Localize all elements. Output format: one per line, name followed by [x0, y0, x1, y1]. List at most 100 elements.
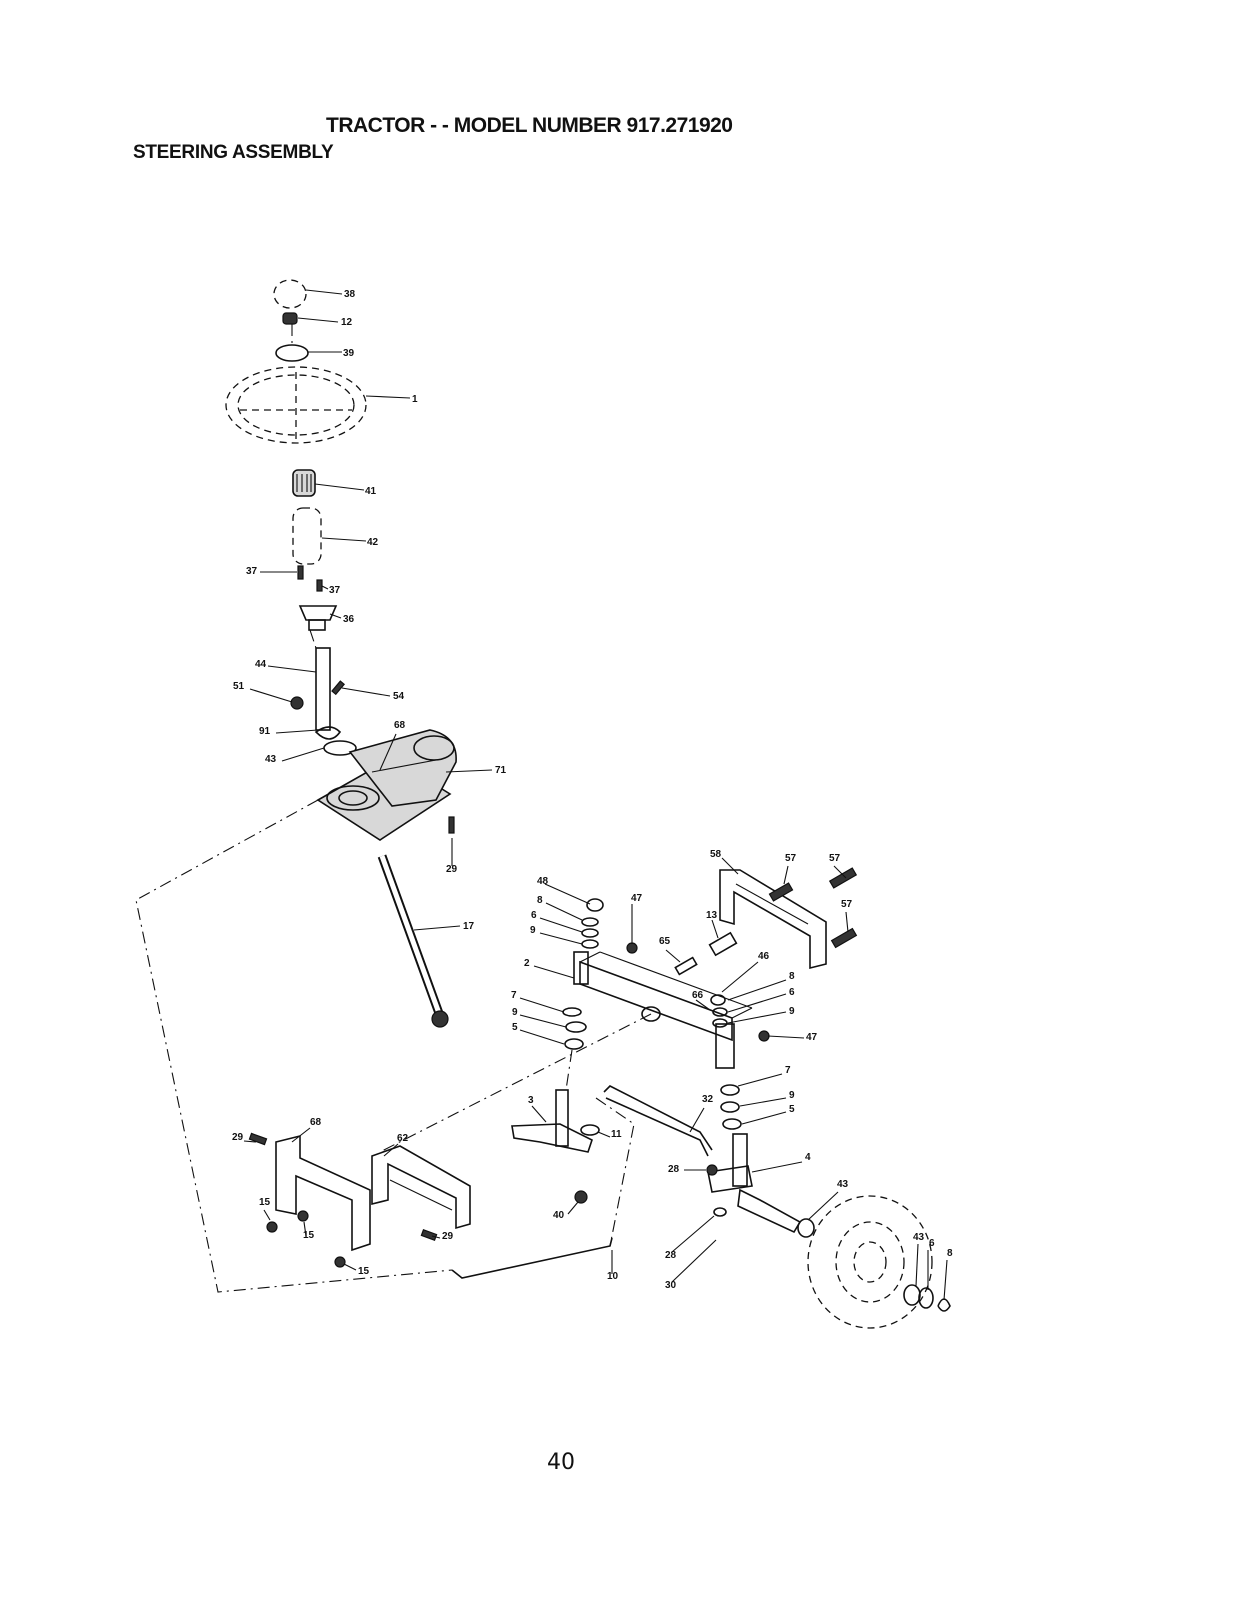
- callout-leader: [315, 484, 364, 490]
- part-callout: 9: [512, 1007, 518, 1018]
- part-grease-fitting: [627, 943, 637, 953]
- part-bolt: [769, 883, 792, 901]
- part-callout: 15: [303, 1230, 315, 1241]
- part-callout: 43: [913, 1232, 925, 1243]
- callout-leader: [520, 1015, 566, 1027]
- callout-leader: [520, 998, 564, 1012]
- callout-leader: [520, 1030, 564, 1044]
- callout-leader: [282, 748, 324, 761]
- part-callout: 43: [265, 754, 277, 765]
- part-callout: 91: [259, 726, 271, 737]
- callout-leader: [722, 858, 738, 874]
- part-washer: [587, 899, 603, 911]
- callout-leader: [322, 586, 328, 589]
- centerline: [310, 630, 316, 648]
- part-callout: 7: [511, 990, 517, 1001]
- callout-leader: [250, 689, 292, 702]
- part-callout: 54: [393, 691, 405, 702]
- part-callout: 7: [785, 1065, 791, 1076]
- callout-leader: [768, 1036, 804, 1038]
- part-callout: 32: [702, 1094, 714, 1105]
- part-washer: [563, 1008, 581, 1016]
- callout-leader: [545, 884, 590, 904]
- part-callout: 57: [829, 853, 841, 864]
- part-callout: 37: [329, 585, 341, 596]
- part-callout: 28: [668, 1164, 680, 1175]
- callout-leader: [276, 730, 318, 733]
- callout-leader: [540, 933, 582, 944]
- callout-leader: [598, 1132, 610, 1137]
- part-callout: 39: [343, 348, 355, 359]
- part-spindle-left: [512, 1090, 599, 1152]
- part-callout: 9: [530, 925, 536, 936]
- part-callout: 6: [789, 987, 795, 998]
- part-pivot-tube: [574, 952, 588, 984]
- parts-drawing: [136, 280, 950, 1328]
- part-nut: [291, 697, 303, 709]
- part-callout: 8: [947, 1248, 953, 1259]
- callout-leader: [268, 666, 316, 672]
- part-bushing: [300, 606, 336, 620]
- callout-leader: [306, 290, 342, 294]
- part-bolt: [832, 929, 857, 948]
- part-callout: 37: [246, 566, 258, 577]
- callout-leader: [532, 1106, 546, 1122]
- part-callout: 36: [343, 614, 355, 625]
- callout-leader: [414, 926, 460, 930]
- part-callout: 58: [710, 849, 722, 860]
- part-nut: [267, 1222, 277, 1232]
- part-washer: [711, 995, 725, 1005]
- part-nut: [298, 1211, 308, 1221]
- part-callout: 46: [758, 951, 770, 962]
- part-callout: 29: [442, 1231, 454, 1242]
- callout-leader: [534, 966, 574, 978]
- part-callout: 40: [553, 1210, 565, 1221]
- part-nut: [575, 1191, 587, 1203]
- part-callout: 9: [789, 1090, 795, 1101]
- part-callout: 62: [397, 1133, 409, 1144]
- part-steering-gear: [318, 730, 456, 840]
- part-callout: 44: [255, 659, 267, 670]
- part-callout: 29: [232, 1132, 244, 1143]
- part-callout: 68: [310, 1117, 322, 1128]
- callout-leader: [446, 770, 492, 772]
- callout-leader: [292, 1128, 310, 1142]
- part-sector-bracket: [276, 1136, 370, 1250]
- callout-leader: [722, 962, 758, 992]
- part-callout: 57: [785, 853, 797, 864]
- callout-leader: [916, 1244, 918, 1286]
- page-number: 40: [547, 1450, 575, 1475]
- part-cap: [274, 280, 306, 308]
- part-bolt: [317, 580, 322, 591]
- part-callout: 11: [611, 1129, 622, 1140]
- part-callout: 68: [394, 720, 406, 731]
- part-callout: 65: [659, 936, 671, 947]
- callout-leader: [728, 1012, 786, 1023]
- part-washer: [721, 1085, 739, 1095]
- part-support-bracket: [372, 1146, 470, 1228]
- part-spacer: [710, 933, 737, 955]
- part-bolt: [298, 566, 303, 579]
- part-boot: [293, 508, 321, 564]
- callout-leader: [342, 688, 390, 696]
- part-front-axle: [580, 952, 752, 1040]
- callout-leader: [344, 1264, 356, 1270]
- part-callout: 15: [358, 1266, 370, 1277]
- part-steering-wheel: [226, 367, 366, 443]
- callout-leader: [738, 1074, 782, 1086]
- part-callout: 13: [706, 910, 718, 921]
- part-callout: 29: [446, 864, 458, 875]
- part-front-wheel: [808, 1196, 932, 1328]
- callout-leader: [742, 1112, 786, 1124]
- callout-leader: [264, 1210, 270, 1220]
- centerline: [566, 1050, 572, 1090]
- part-callout: 9: [789, 1006, 795, 1017]
- part-callout: 51: [233, 681, 245, 692]
- part-callout: 2: [524, 958, 530, 969]
- part-drag-link-rod: [452, 1238, 612, 1278]
- part-bolt: [830, 868, 857, 888]
- part-callout: 41: [365, 486, 377, 497]
- part-bolt: [421, 1230, 436, 1240]
- part-callout: 47: [806, 1032, 818, 1043]
- callout-leader: [740, 1098, 786, 1106]
